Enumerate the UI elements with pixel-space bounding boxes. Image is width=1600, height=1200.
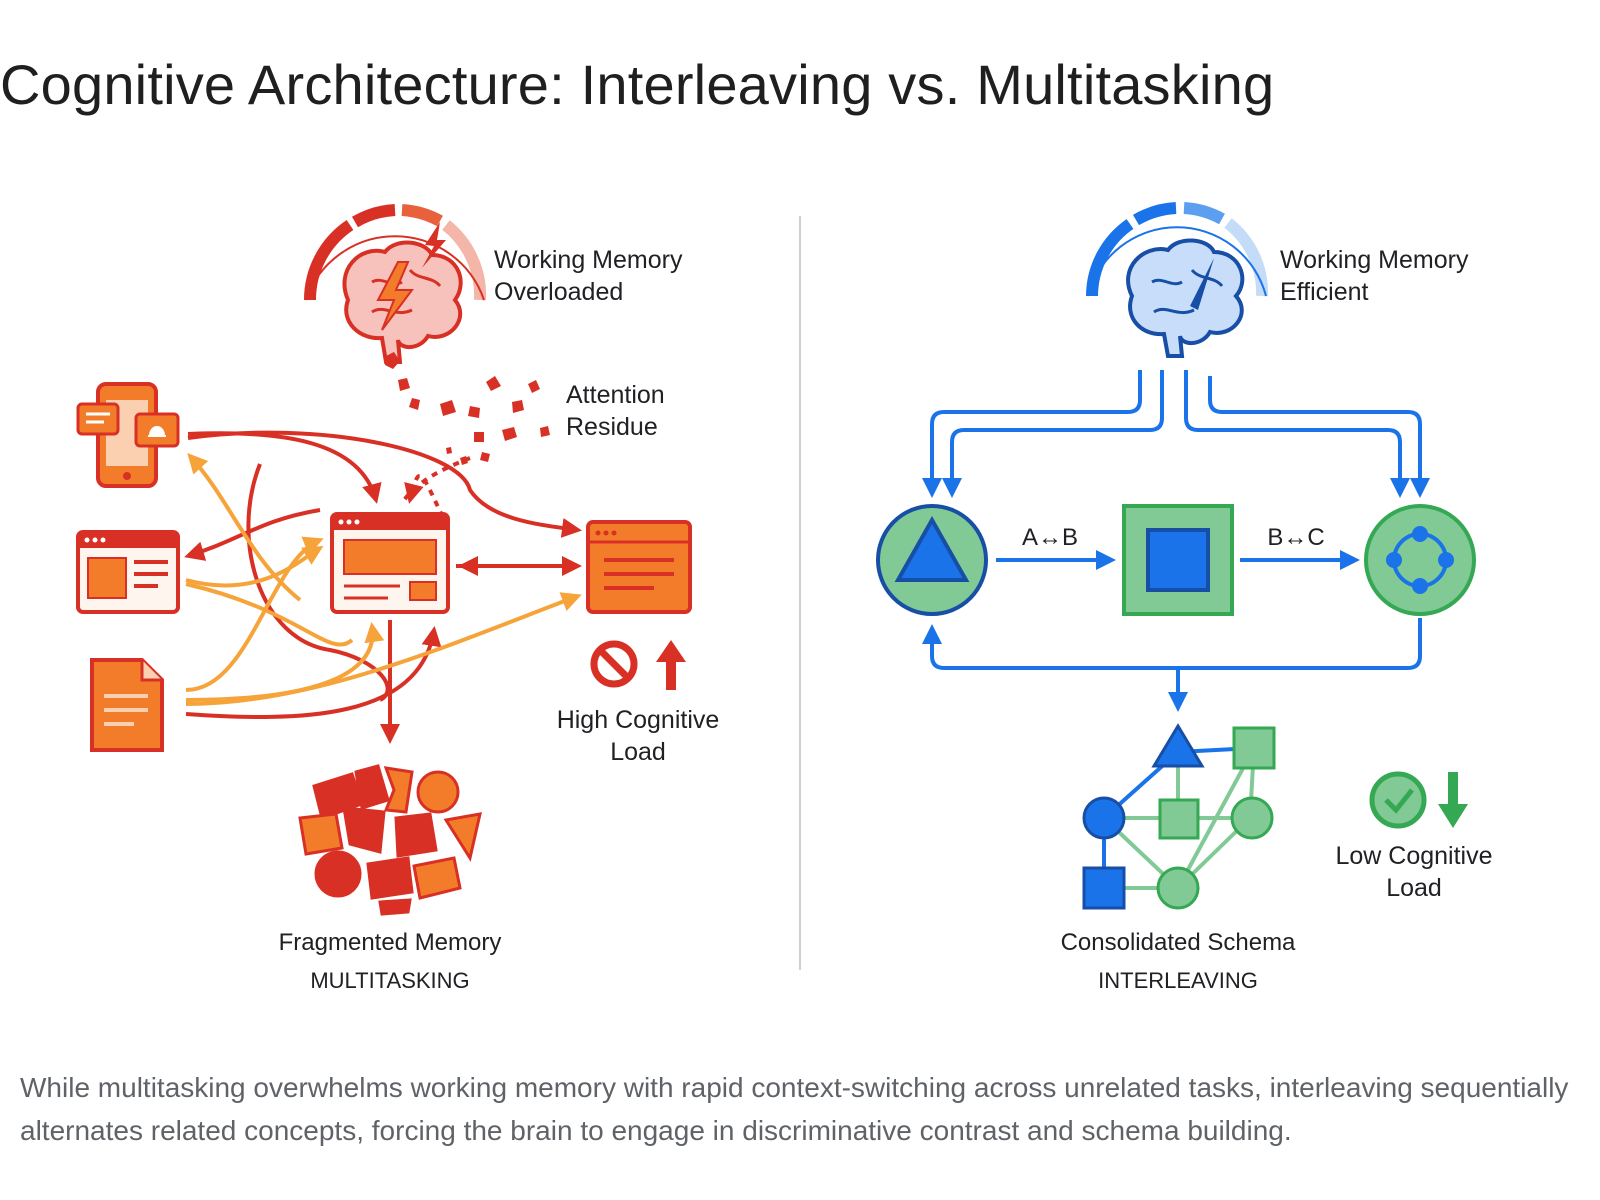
- arrow-down-icon: [1438, 772, 1468, 828]
- concept-a-node: [876, 504, 988, 616]
- concept-c-node: [1364, 504, 1476, 616]
- comparison-diagram: Working Memory Overloaded Attention Re: [76, 202, 1493, 993]
- context-switch-arrows: [184, 430, 582, 744]
- square-icon: [1146, 528, 1210, 592]
- low-cognitive-load-label-2: Load: [1386, 874, 1442, 902]
- arrow-up-icon: [656, 640, 686, 690]
- multitasking-panel: Working Memory Overloaded Attention Re: [76, 204, 720, 993]
- sequential-flow-arrows: [922, 370, 1430, 712]
- concept-b-node: [1122, 504, 1234, 616]
- check-icon: [1369, 771, 1427, 829]
- gauge-icon: [303, 204, 487, 301]
- high-cognitive-load-label-2: Load: [610, 738, 666, 766]
- gauge-label: Working Memory: [494, 246, 683, 274]
- gauge-needle-bolt: [422, 222, 446, 268]
- phone-icon: [76, 382, 180, 488]
- multitasking-label: MULTITASKING: [310, 968, 469, 993]
- transition-ab-label: A↔B: [1022, 524, 1078, 551]
- browser-window-icon: [76, 530, 180, 614]
- document-icon: [90, 658, 164, 752]
- gauge-needle: [1190, 258, 1214, 310]
- high-cognitive-load-label: High Cognitive: [557, 706, 720, 734]
- attention-residue-label: Attention: [566, 381, 665, 409]
- fragmented-memory-shapes: [298, 764, 482, 916]
- interleaving-label: INTERLEAVING: [1098, 968, 1258, 993]
- consolidated-schema-label: Consolidated Schema: [1061, 929, 1296, 956]
- efficient-gauge-label-2: Efficient: [1280, 278, 1369, 306]
- task-window-icon: [586, 520, 692, 614]
- efficient-gauge-icon: [1086, 202, 1269, 297]
- triangle-icon: [894, 515, 970, 582]
- low-cognitive-load-label: Low Cognitive: [1335, 842, 1492, 870]
- no-entry-icon: [590, 640, 638, 688]
- calm-brain-icon: [1126, 238, 1245, 358]
- interleaving-panel: Working Memory Efficient A↔B B↔C: [876, 202, 1493, 993]
- fragmented-memory-label: Fragmented Memory: [279, 929, 502, 956]
- transition-bc-label: B↔C: [1267, 524, 1324, 551]
- central-task-window-icon: [330, 512, 450, 614]
- consolidated-schema-network: [1082, 723, 1276, 910]
- figure-caption: While multitasking overwhelms working me…: [20, 1072, 1569, 1146]
- efficient-gauge-label: Working Memory: [1280, 246, 1469, 274]
- attention-residue-label-2: Residue: [566, 413, 658, 441]
- attention-residue-fragments: [385, 352, 550, 465]
- circle-nodes-icon: [1386, 526, 1454, 594]
- page-title: Cognitive Architecture: Interleaving vs.…: [0, 53, 1275, 116]
- lightning-icon: [376, 261, 414, 331]
- gauge-label-2: Overloaded: [494, 278, 623, 306]
